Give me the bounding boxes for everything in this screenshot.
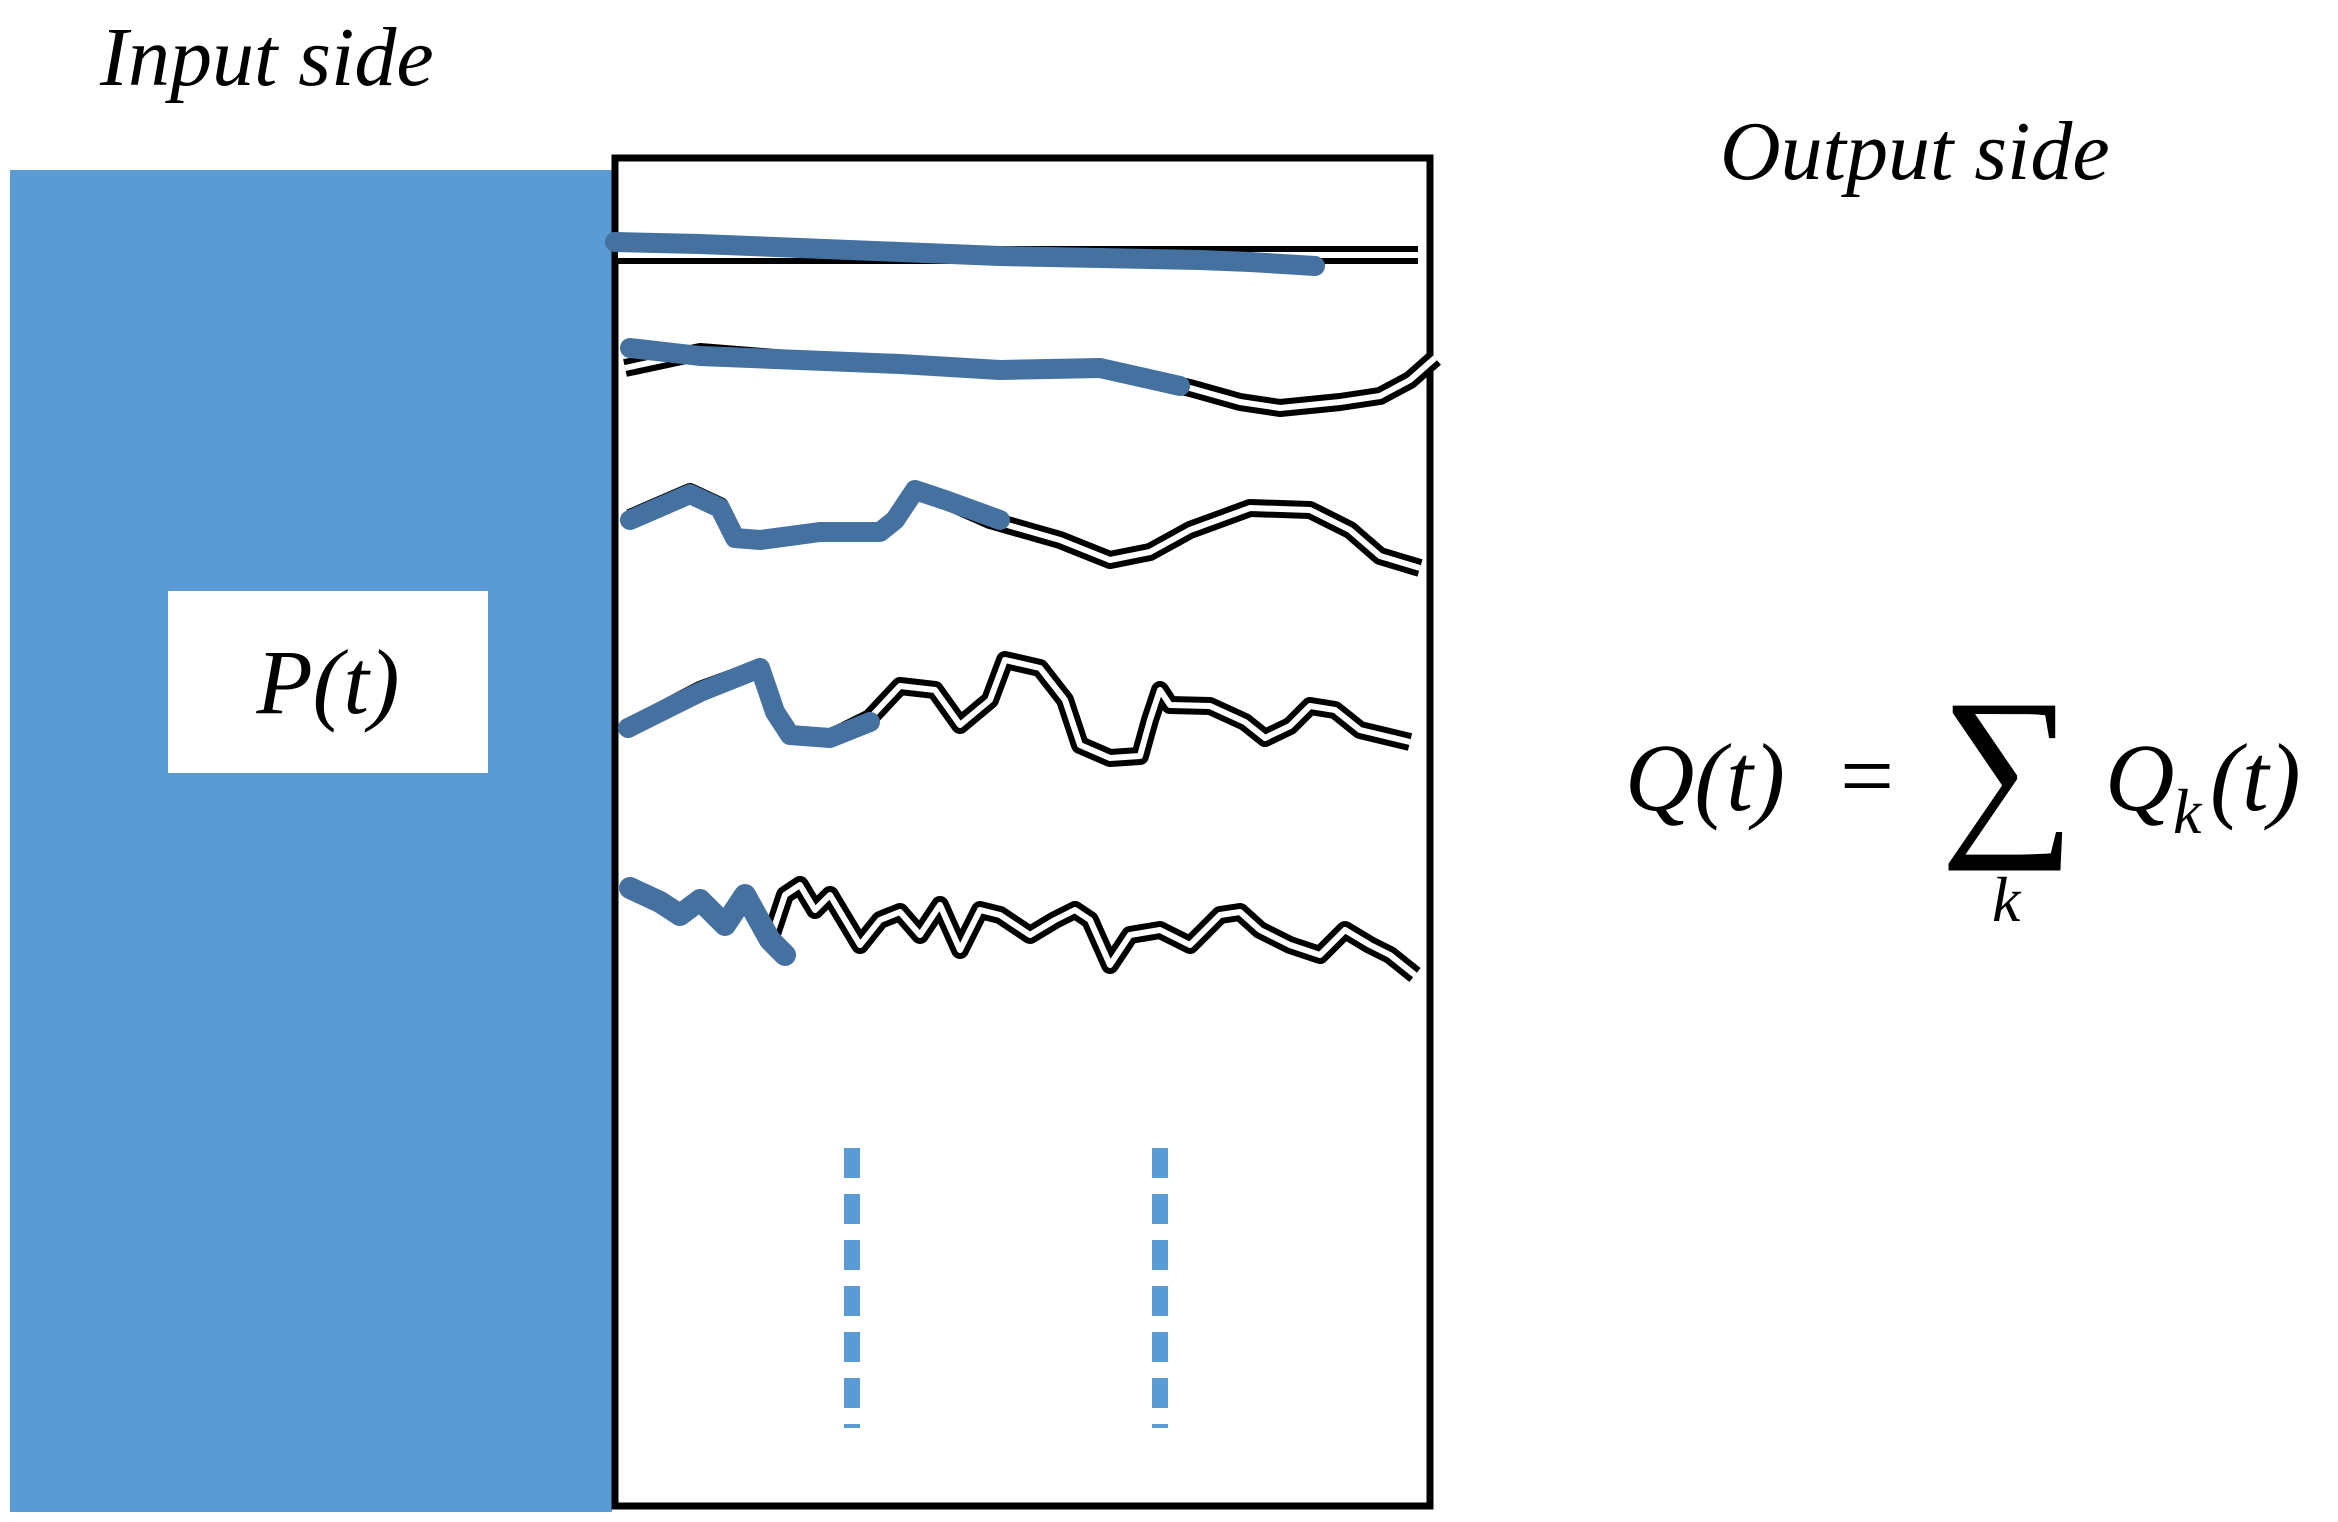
flow-path-2-wetted: [620, 338, 1190, 396]
equation-lhs: Q(t): [1625, 724, 1785, 831]
flow-path-3-wetted: [620, 480, 1010, 550]
flow-path-3: [620, 480, 1423, 577]
input-reservoir: [10, 170, 612, 1512]
flow-path-4: [618, 651, 1413, 767]
sum-index: k: [1992, 864, 2021, 935]
soil-block-outline: [611, 154, 1434, 1510]
flow-path-4-wetted: [618, 658, 880, 748]
flow-path-2: [620, 338, 1441, 417]
equation-term-argument: (t): [2210, 724, 2301, 831]
output-side-label: Output side: [1720, 105, 2110, 198]
outflow-equation: Q(t) = ∑ k Q k (t): [1620, 672, 2335, 940]
sum-symbol: ∑: [1940, 662, 2076, 872]
flow-path-5-wetted: [619, 877, 796, 966]
flow-path-1-wetted: [605, 232, 1325, 276]
equation-term-subscript: k: [2173, 776, 2202, 847]
equation-term: Q: [2105, 724, 2175, 831]
equation-equals: =: [1840, 722, 1895, 829]
flow-path-1: [605, 232, 1418, 276]
input-side-label: Input side: [100, 11, 434, 104]
reservoir-function-box: P(t): [168, 591, 488, 773]
reservoir-function-label: P(t): [256, 631, 400, 733]
flow-path-5: [619, 876, 1421, 983]
